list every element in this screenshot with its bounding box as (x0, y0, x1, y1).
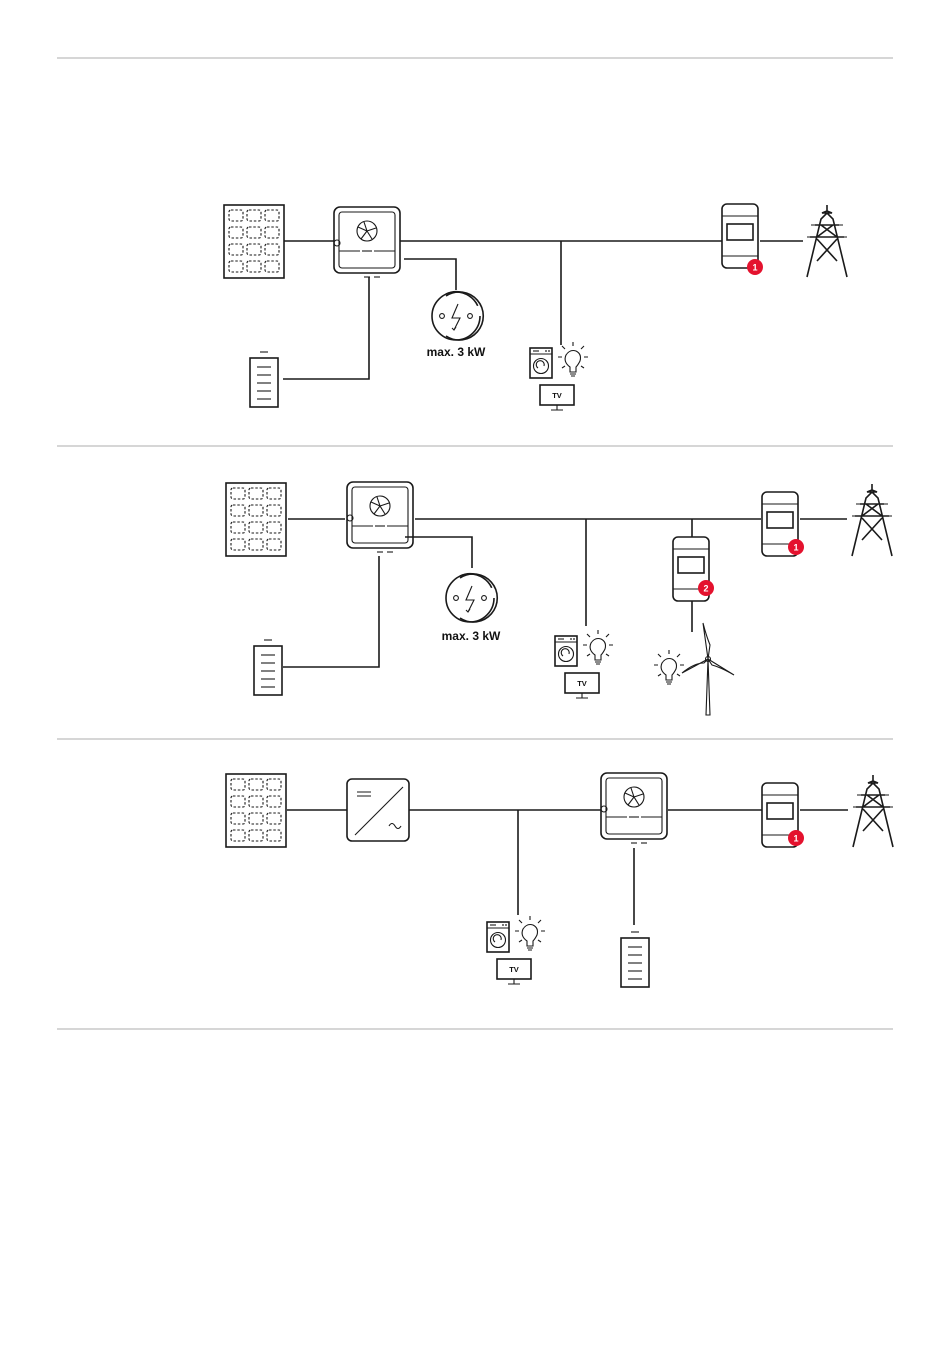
power-pylon-icon (807, 205, 847, 277)
pv-inverter-icon (347, 779, 409, 841)
diagram-3: TV 1 (226, 773, 893, 987)
hybrid-inverter-icon (601, 773, 667, 843)
hybrid-inverter-icon (334, 207, 400, 277)
tv-label: TV (509, 965, 519, 974)
battery-icon (250, 352, 278, 407)
power-pylon-icon (852, 484, 892, 556)
solar-panel-icon (224, 205, 284, 278)
ev-charger-icon (432, 292, 483, 340)
energy-meter-icon (722, 204, 758, 268)
battery-icon (254, 640, 282, 695)
tv-label: TV (552, 391, 562, 400)
meter-badge-label: 2 (703, 584, 708, 594)
ev-charger-icon (446, 574, 497, 622)
solar-panel-icon (226, 774, 286, 847)
hybrid-inverter-icon (347, 482, 413, 552)
diagram-2: max. 3 kW TV 2 1 (226, 482, 892, 715)
meter-badge-label: 1 (752, 263, 757, 273)
meter-badge-label: 1 (793, 543, 798, 553)
ev-charger-label: max. 3 kW (442, 629, 501, 643)
solar-panel-icon (226, 483, 286, 556)
ev-charger-label: max. 3 kW (427, 345, 486, 359)
diagram-1: max. 3 kW TV 1 (224, 204, 847, 410)
power-pylon-icon (853, 775, 893, 847)
battery-icon (621, 932, 649, 987)
tv-label: TV (577, 679, 587, 688)
meter-badge-label: 1 (793, 834, 798, 844)
light-bulb-icon (654, 650, 684, 684)
wind-turbine-icon (682, 623, 734, 715)
